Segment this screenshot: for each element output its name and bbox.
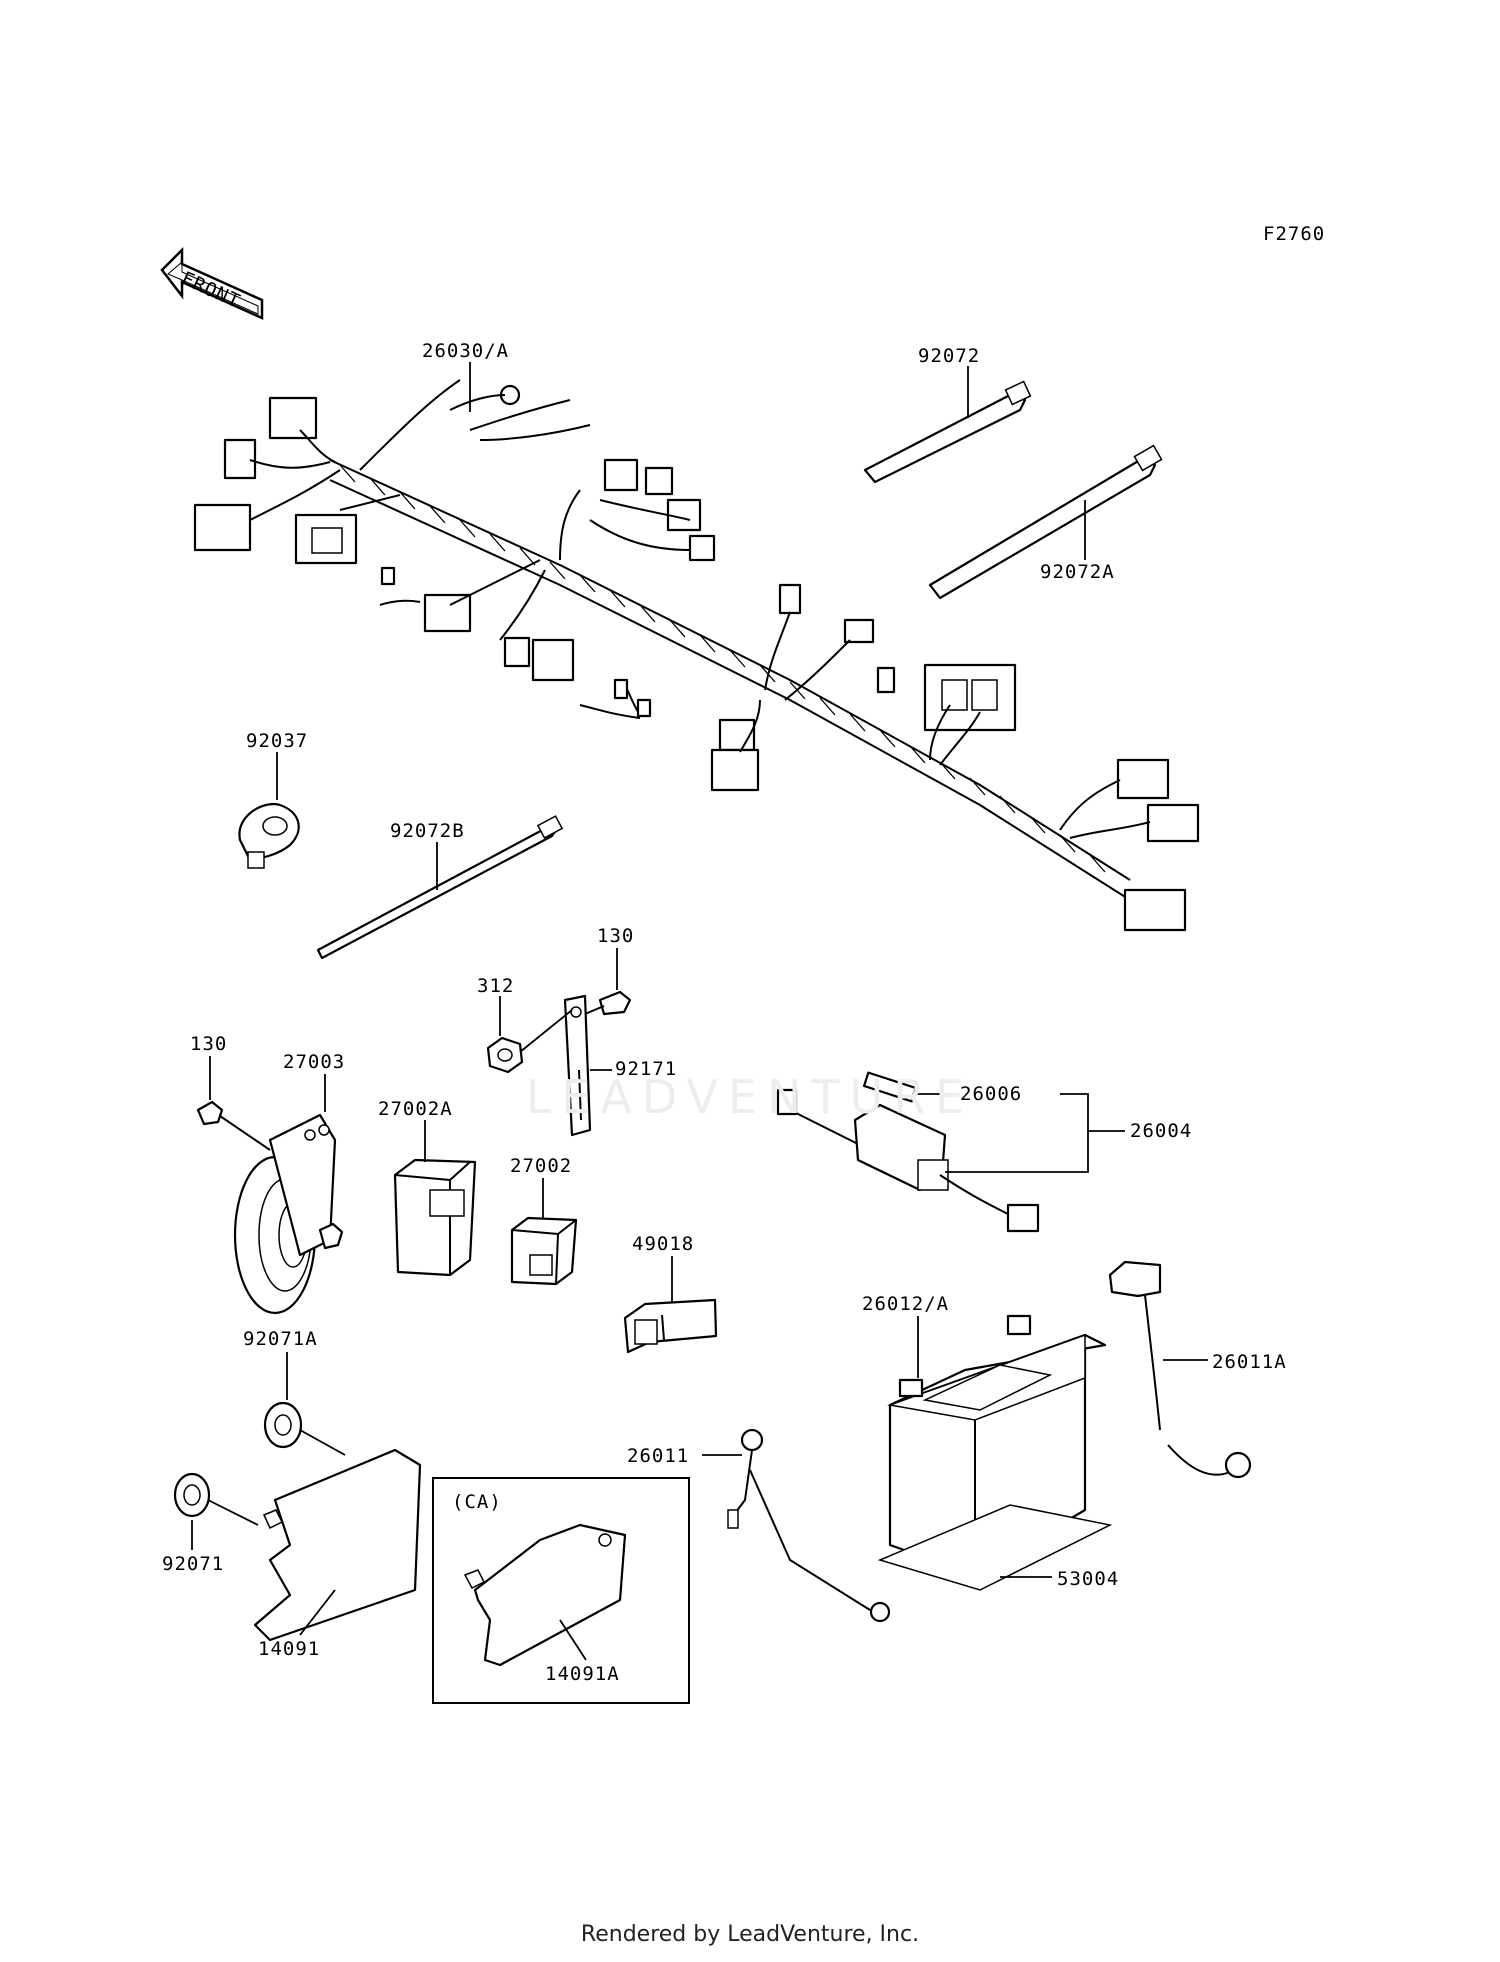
bracket-92171: [519, 994, 592, 1137]
label-horn-27003: 27003: [283, 1051, 345, 1073]
mat-53004: [877, 1504, 1113, 1591]
label-mat-53004: 53004: [1057, 1568, 1119, 1590]
label-tie-92072: 92072: [918, 345, 980, 367]
watermark: LEADVENTURE: [525, 1070, 975, 1124]
label-grommet-92071a: 92071A: [243, 1328, 318, 1350]
label-bracket-92171: 92171: [615, 1058, 677, 1080]
grommet-92071a: [263, 1401, 346, 1456]
relay-27002: [510, 1216, 578, 1286]
ca-box-label: (CA): [452, 1491, 502, 1513]
label-cover-14091: 14091: [258, 1638, 320, 1660]
ca-variant-box: (CA): [432, 1477, 690, 1704]
cable-tie-92072a: [928, 444, 1163, 600]
label-relay-27002: 27002: [510, 1155, 572, 1177]
label-battery-26012a: 26012/A: [862, 1293, 949, 1315]
grommet-92071: [173, 1472, 259, 1526]
battery-lead-26011: [727, 1428, 891, 1623]
front-arrow-label: FRONT: [178, 267, 244, 312]
label-relay-27002a: 27002A: [378, 1098, 453, 1120]
label-harness: 26030/A: [422, 340, 509, 362]
figure-code: F2760: [1263, 223, 1325, 245]
label-fuse-holder-26004: 26004: [1130, 1120, 1192, 1142]
label-fuse-26006: 26006: [960, 1083, 1022, 1105]
connector-49018: [623, 1298, 718, 1354]
label-lead-26011a: 26011A: [1212, 1351, 1287, 1373]
relay-27002a: [393, 1158, 477, 1277]
label-tie-92072a: 92072A: [1040, 561, 1115, 583]
cable-tie-92072b: [316, 815, 564, 960]
bolt-130-left: [196, 1100, 271, 1151]
battery-lead-26011a: [1108, 1260, 1252, 1479]
clamp-92037: [238, 802, 300, 869]
bolt-130-top: [584, 990, 632, 1016]
cover-14091: [253, 1448, 422, 1642]
label-connector-49018: 49018: [632, 1233, 694, 1255]
label-lead-26011: 26011: [627, 1445, 689, 1467]
label-clamp-92037: 92037: [246, 730, 308, 752]
label-nut-312: 312: [477, 975, 514, 997]
label-tie-92072b: 92072B: [390, 820, 465, 842]
label-grommet-92071: 92071: [162, 1553, 224, 1575]
label-bolt-130-top: 130: [597, 925, 634, 947]
wiring-harness: [193, 379, 1200, 932]
front-arrow-icon: FRONT: [160, 246, 264, 320]
nut-312: [486, 1036, 524, 1074]
label-cover-14091a: 14091A: [545, 1663, 620, 1685]
fuse-holder-26004: [776, 1071, 1040, 1233]
cable-tie-92072: [863, 380, 1032, 484]
label-bolt-130-left: 130: [190, 1033, 227, 1055]
horn-27003: [233, 1113, 344, 1315]
footer-credit: Rendered by LeadVenture, Inc.: [580, 1922, 920, 1947]
